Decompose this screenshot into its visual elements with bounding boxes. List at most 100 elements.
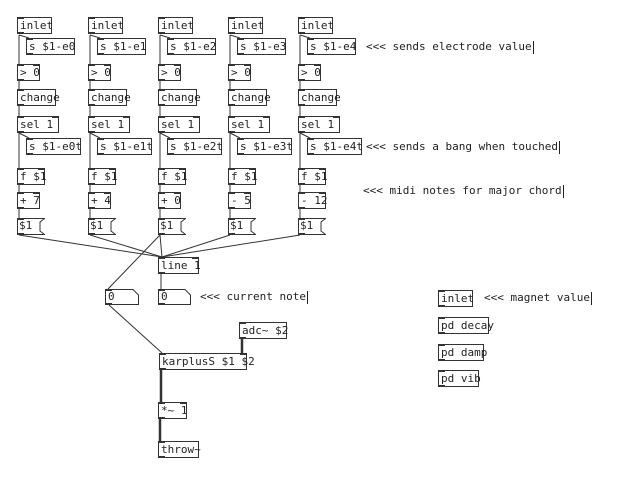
send-electrode-0[interactable]: s $1-e0: [26, 38, 75, 55]
float-2-outlet[interactable]: [158, 183, 165, 185]
float-4[interactable]: f $1: [298, 168, 328, 185]
arith-0[interactable]: + 7: [17, 192, 40, 209]
patch-cord[interactable]: [229, 132, 241, 139]
arith-1[interactable]: + 4: [88, 192, 111, 209]
send-electrode-0-outlet[interactable]: [26, 53, 33, 55]
patch-cord[interactable]: [159, 132, 171, 139]
select-2[interactable]: sel 1: [158, 116, 200, 133]
inlet-3[interactable]: inlet: [228, 17, 264, 34]
send-touch-4[interactable]: s $1-e4t: [307, 138, 363, 155]
greater-than-2-outlet[interactable]: [158, 79, 165, 81]
float-3-outlet[interactable]: [228, 183, 235, 185]
select-1-outlet[interactable]: [88, 131, 95, 133]
inlet-magnet-outlet[interactable]: [438, 305, 445, 307]
send-touch-0-outlet[interactable]: [26, 153, 33, 155]
arith-1-outlet[interactable]: [88, 207, 95, 209]
greater-than-4[interactable]: > 0: [298, 64, 321, 81]
greater-than-0-outlet[interactable]: [17, 79, 24, 81]
inlet-0-outlet[interactable]: [17, 32, 24, 34]
float-0-outlet[interactable]: [17, 183, 24, 185]
patch-cord[interactable]: [299, 132, 311, 139]
greater-than-0[interactable]: > 0: [17, 64, 40, 81]
number-box-left[interactable]: 0: [105, 289, 139, 305]
multiply-signal[interactable]: *~ 1: [158, 402, 188, 419]
send-touch-3[interactable]: s $1-e3t: [237, 138, 293, 155]
patch-cord[interactable]: [159, 234, 163, 258]
patch-cord[interactable]: [161, 234, 301, 258]
pd-vib-outlet[interactable]: [438, 385, 445, 387]
pd-decay[interactable]: pd decay: [438, 317, 494, 334]
patch-cord[interactable]: [229, 34, 241, 39]
send-touch-1-outlet[interactable]: [97, 153, 104, 155]
message-2[interactable]: $1: [158, 218, 186, 235]
greater-than-2[interactable]: > 0: [158, 64, 181, 81]
change-3-outlet[interactable]: [228, 104, 235, 106]
inlet-3-outlet[interactable]: [228, 32, 235, 34]
send-touch-4-outlet[interactable]: [307, 153, 314, 155]
patch-cord[interactable]: [18, 34, 30, 39]
message-3[interactable]: $1: [228, 218, 256, 235]
send-electrode-1[interactable]: s $1-e1: [97, 38, 146, 55]
change-4[interactable]: change: [298, 89, 341, 106]
send-touch-1[interactable]: s $1-e1t: [97, 138, 153, 155]
patch-cord[interactable]: [107, 234, 161, 290]
select-1[interactable]: sel 1: [88, 116, 130, 133]
inlet-2[interactable]: inlet: [158, 17, 194, 34]
greater-than-4-outlet[interactable]: [298, 79, 305, 81]
greater-than-1-outlet[interactable]: [88, 79, 95, 81]
change-3[interactable]: change: [228, 89, 271, 106]
throw-object-outlet[interactable]: [158, 456, 165, 458]
karplus-object[interactable]: karplusS $1 $2: [159, 353, 255, 370]
arith-2-outlet[interactable]: [158, 207, 165, 209]
send-electrode-1-outlet[interactable]: [97, 53, 104, 55]
patch-cord[interactable]: [108, 304, 163, 354]
float-1[interactable]: f $1: [88, 168, 118, 185]
greater-than-1[interactable]: > 0: [88, 64, 111, 81]
inlet-2-outlet[interactable]: [158, 32, 165, 34]
inlet-1-outlet[interactable]: [88, 32, 95, 34]
change-1-outlet[interactable]: [88, 104, 95, 106]
select-4[interactable]: sel 1: [298, 116, 340, 133]
inlet-magnet[interactable]: inlet: [438, 290, 474, 307]
select-4-outlet[interactable]: [298, 131, 305, 133]
send-touch-0[interactable]: s $1-e0t: [26, 138, 82, 155]
message-4[interactable]: $1: [298, 218, 326, 235]
send-electrode-4-outlet[interactable]: [307, 53, 314, 55]
select-2-outlet[interactable]: [158, 131, 165, 133]
greater-than-3[interactable]: > 0: [228, 64, 251, 81]
patch-cord[interactable]: [159, 34, 171, 39]
arith-3-outlet[interactable]: [228, 207, 235, 209]
patch-cord[interactable]: [89, 34, 101, 39]
float-4-outlet[interactable]: [298, 183, 305, 185]
select-0[interactable]: sel 1: [17, 116, 59, 133]
change-0-outlet[interactable]: [17, 104, 24, 106]
arith-4[interactable]: - 12: [298, 192, 328, 209]
change-1[interactable]: change: [88, 89, 131, 106]
patch-cord[interactable]: [89, 132, 101, 139]
patch-cord[interactable]: [18, 132, 30, 139]
line-object-outlet[interactable]: [158, 272, 165, 274]
send-electrode-2[interactable]: s $1-e2: [167, 38, 216, 55]
throw-object[interactable]: throw~: [158, 441, 201, 458]
number-box-current[interactable]: 0: [158, 289, 191, 305]
send-electrode-3[interactable]: s $1-e3: [237, 38, 286, 55]
adc-object-outlet[interactable]: [239, 337, 246, 339]
greater-than-3-outlet[interactable]: [228, 79, 235, 81]
select-3[interactable]: sel 1: [228, 116, 270, 133]
arith-3[interactable]: - 5: [228, 192, 251, 209]
change-2[interactable]: change: [158, 89, 201, 106]
arith-0-outlet[interactable]: [17, 207, 24, 209]
pd-decay-outlet[interactable]: [438, 332, 445, 334]
send-electrode-4[interactable]: s $1-e4: [307, 38, 356, 55]
message-1[interactable]: $1: [88, 218, 116, 235]
inlet-0[interactable]: inlet: [17, 17, 53, 34]
send-touch-2[interactable]: s $1-e2t: [167, 138, 223, 155]
patch-cord[interactable]: [89, 234, 163, 258]
pd-damp[interactable]: pd damp: [438, 344, 487, 361]
float-1-outlet[interactable]: [88, 183, 95, 185]
patch-cord[interactable]: [161, 234, 231, 258]
float-0[interactable]: f $1: [17, 168, 47, 185]
patch-cord[interactable]: [299, 34, 311, 39]
inlet-4-outlet[interactable]: [298, 32, 305, 34]
